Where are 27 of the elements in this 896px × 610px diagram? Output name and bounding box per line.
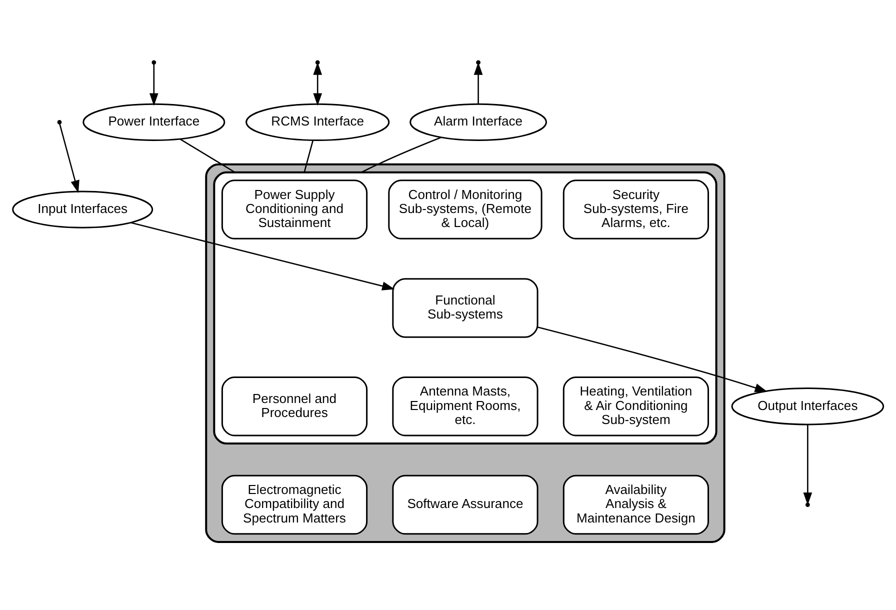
node-box: Security Sub-systems, Fire Alarms, etc. [562,179,710,239]
node-ellipse: Alarm Interface [410,102,547,140]
node-box: Power Supply Conditioning and Sustainment [221,179,368,239]
arrow [149,64,158,106]
arrow [59,123,80,193]
cluster [213,170,718,444]
arrow [474,62,483,104]
connector [361,136,442,172]
node-box: Functional Sub-systems [392,278,538,338]
arrow [313,62,322,106]
cluster [205,162,726,542]
node-box: Antenna Masts, Equipment Rooms, etc. [392,376,538,436]
node-box: Personnel and Procedures [221,376,368,436]
arrow [803,424,812,505]
connector [180,138,236,172]
node-ellipse: Input Interfaces [12,190,154,228]
node-ellipse: Output Interfaces [731,387,884,425]
arrow [130,222,395,290]
connector [304,140,314,172]
node-ellipse: Power Interface [82,102,226,140]
arrow [537,326,768,392]
node-ellipse: RCMS Interface [246,102,390,140]
node-box: Control / Monitoring Sub-systems, (Remote & Local) [388,179,542,239]
node-box: Software Assurance [392,474,538,534]
node-box: Electromagnetic Compatibility and Spectrum Matters [221,474,368,534]
node-box: Availability Analysis & Maintenance Design [562,474,710,534]
node-box: Heating, Ventilation & Air Conditioning Sub-system [562,376,710,436]
